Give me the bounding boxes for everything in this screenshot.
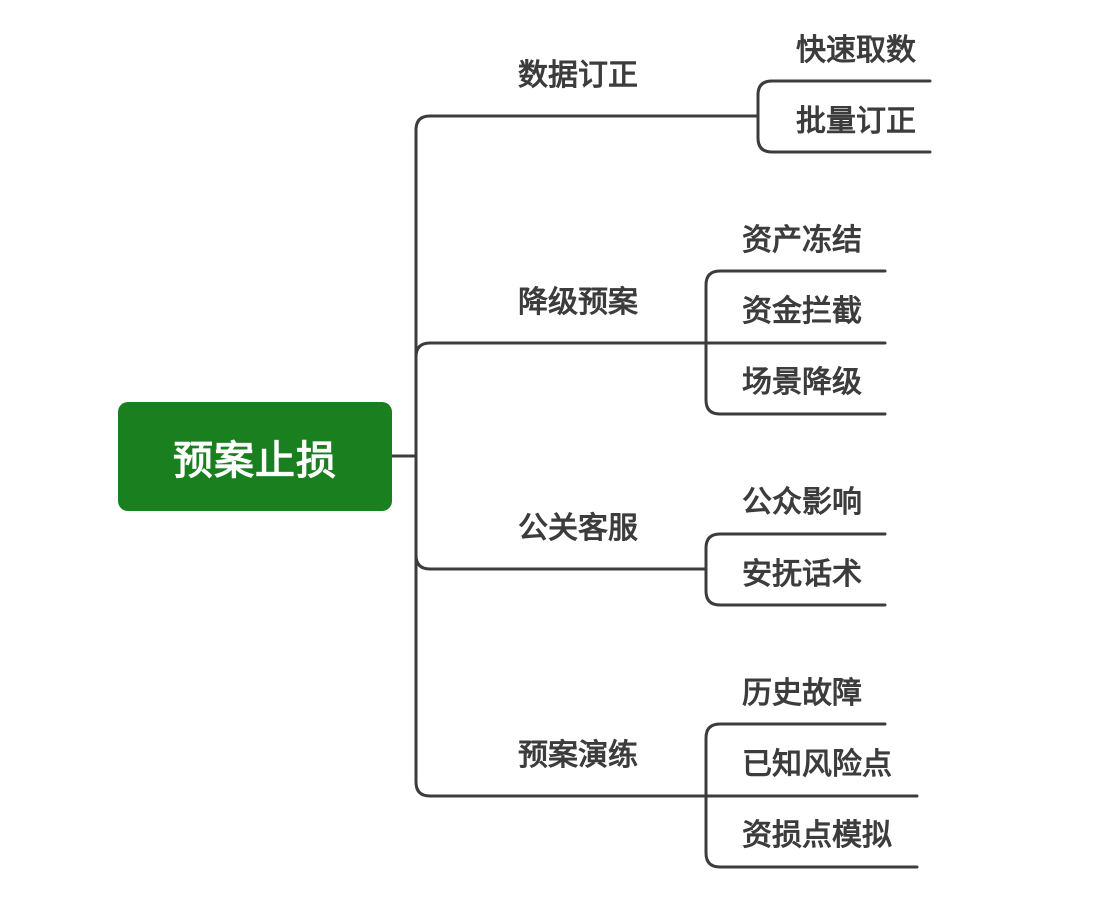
- leaf-connector-1-1: [756, 79, 932, 118]
- leaf-connector-1-2: [756, 114, 932, 154]
- leaf-label-reassurance-script[interactable]: 安抚话术: [742, 557, 862, 592]
- leaf-connector-2-1: [704, 269, 887, 345]
- leaf-label-public-impact[interactable]: 公众影响: [742, 485, 862, 520]
- leaf-connector-3-1: [704, 532, 887, 571]
- leaf-label-known-risk-points[interactable]: 已知风险点: [742, 747, 892, 782]
- leaf-connector-2-3: [704, 341, 887, 416]
- branch-label-plan-drill[interactable]: 预案演练: [518, 738, 638, 773]
- leaf-connector-4-1: [704, 722, 887, 798]
- branch-label-pr-customer-service[interactable]: 公关客服: [518, 511, 638, 546]
- branch-label-data-correction[interactable]: 数据订正: [518, 58, 638, 93]
- branch-connector-4: [414, 454, 708, 798]
- branch-connector-1: [414, 114, 760, 458]
- branch-label-degradation-plan[interactable]: 降级预案: [518, 285, 638, 320]
- root-node[interactable]: 预案止损: [118, 402, 392, 511]
- leaf-label-historical-failures[interactable]: 历史故障: [742, 676, 862, 711]
- leaf-label-quick-fetch[interactable]: 快速取数: [796, 33, 916, 68]
- leaf-connector-4-3: [704, 794, 919, 869]
- leaf-connector-3-2: [704, 567, 887, 607]
- branch-connector-2: [414, 341, 708, 458]
- root-label: 预案止损: [173, 437, 337, 484]
- leaf-label-scenario-degradation[interactable]: 场景降级: [742, 365, 862, 400]
- leaf-label-batch-correction[interactable]: 批量订正: [796, 104, 916, 139]
- leaf-label-asset-freeze[interactable]: 资产冻结: [742, 223, 862, 258]
- leaf-label-loss-point-simulation[interactable]: 资损点模拟: [742, 818, 892, 853]
- leaf-label-fund-interception[interactable]: 资金拦截: [742, 294, 862, 329]
